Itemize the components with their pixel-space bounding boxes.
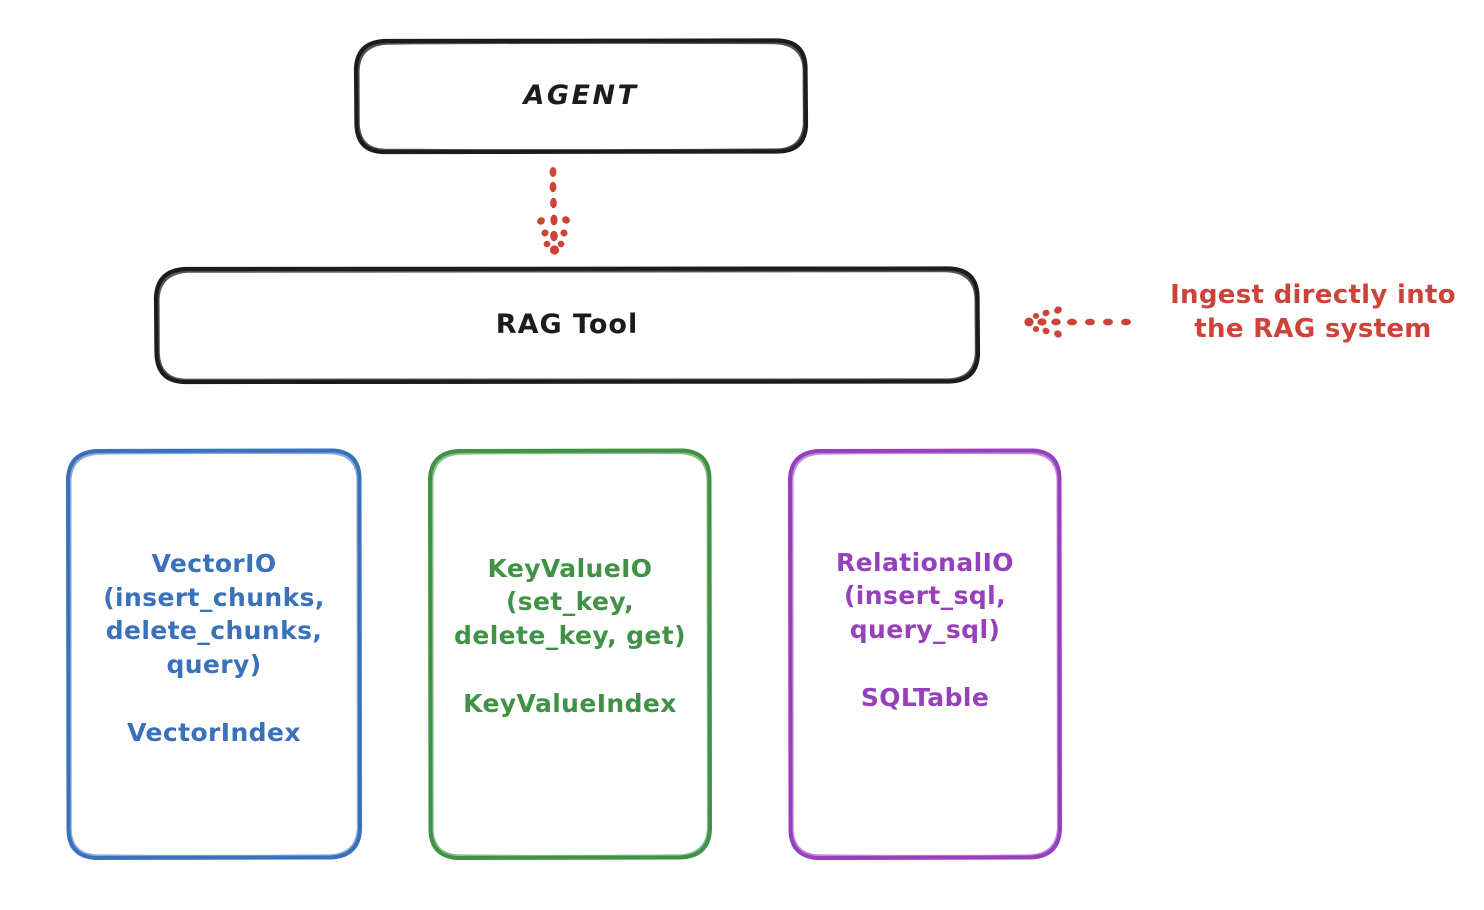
rag-tool-box-outline xyxy=(153,266,981,385)
node-rag-tool[interactable]: RAG Tool xyxy=(156,268,978,383)
connector-agent-to-rag-tool xyxy=(537,167,570,255)
node-key-value-io[interactable]: KeyValueIO (set_key, delete_key, get) Ke… xyxy=(430,450,710,858)
annotation-ingest-label: Ingest directly into the RAG system xyxy=(1170,280,1456,345)
agent-label: AGENT xyxy=(523,80,639,112)
relational-io-box-outline xyxy=(788,448,1062,860)
agent-box-outline xyxy=(353,38,809,155)
node-relational-io[interactable]: RelationalIO (insert_sql, query_sql) SQL… xyxy=(790,450,1060,858)
node-vector-io[interactable]: VectorIO (insert_chunks, delete_chunks, … xyxy=(68,450,360,858)
key-value-io-box-outline xyxy=(428,448,712,860)
node-agent[interactable]: AGENT xyxy=(356,40,806,153)
connector-ingest-to-rag-tool xyxy=(1024,306,1131,338)
rag-tool-label: RAG Tool xyxy=(495,309,639,341)
key-value-io-label: KeyValueIO (set_key, delete_key, get) Ke… xyxy=(454,553,686,718)
vector-io-box-outline xyxy=(66,448,362,860)
vector-io-label: VectorIO (insert_chunks, delete_chunks, … xyxy=(103,548,325,747)
relational-io-label: RelationalIO (insert_sql, query_sql) SQL… xyxy=(836,547,1014,712)
